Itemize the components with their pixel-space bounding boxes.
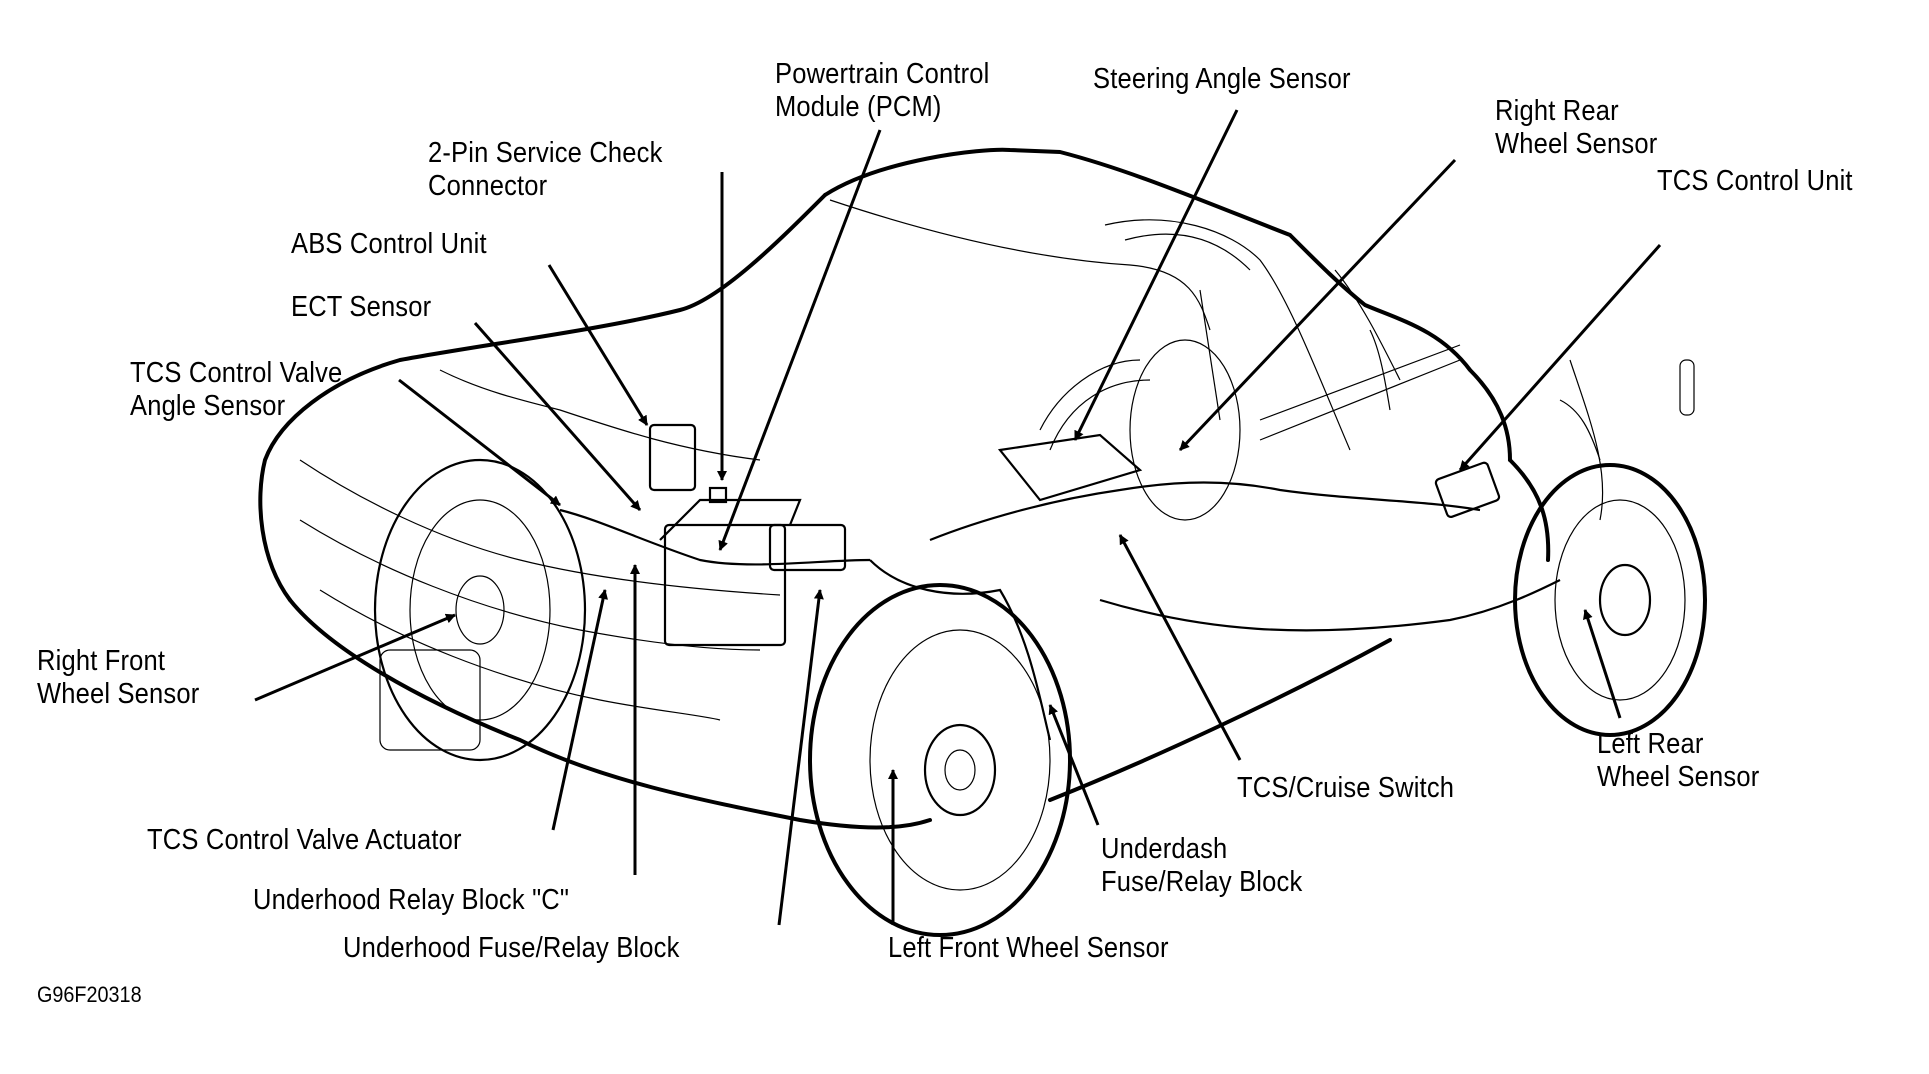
components	[559, 359, 1561, 741]
figure-code: G96F20318	[37, 982, 142, 1007]
label-pcm: Powertrain Control Module (PCM)	[775, 58, 990, 123]
wheels	[373, 339, 1707, 937]
label-ect-sensor: ECT Sensor	[291, 291, 432, 323]
label-left-front-wheel-sensor: Left Front Wheel Sensor	[888, 932, 1169, 964]
label-left-rear-wheel-sensor: Left Rear Wheel Sensor	[1597, 728, 1760, 793]
label-right-rear-wheel-sensor: Right Rear Wheel Sensor	[1495, 95, 1658, 160]
label-tcs-valve-actuator: TCS Control Valve Actuator	[147, 824, 462, 856]
label-tcs-valve-angle-sensor: TCS Control Valve Angle Sensor	[130, 357, 343, 422]
label-tcs-control-unit: TCS Control Unit	[1657, 165, 1853, 197]
label-underhood-relay-block-c: Underhood Relay Block "C"	[253, 884, 570, 916]
label-underdash-fuse-relay-block: Underdash Fuse/Relay Block	[1101, 833, 1303, 898]
label-right-front-wheel-sensor: Right Front Wheel Sensor	[37, 645, 200, 710]
car-body	[258, 147, 1695, 830]
label-underhood-fuse-relay-block: Underhood Fuse/Relay Block	[343, 932, 680, 964]
label-service-check-connector: 2-Pin Service Check Connector	[428, 137, 663, 202]
leader-lines	[254, 109, 1662, 926]
label-abs-control-unit: ABS Control Unit	[291, 228, 487, 260]
label-tcs-cruise-switch: TCS/Cruise Switch	[1237, 772, 1455, 804]
label-steering-angle-sensor: Steering Angle Sensor	[1093, 63, 1351, 95]
